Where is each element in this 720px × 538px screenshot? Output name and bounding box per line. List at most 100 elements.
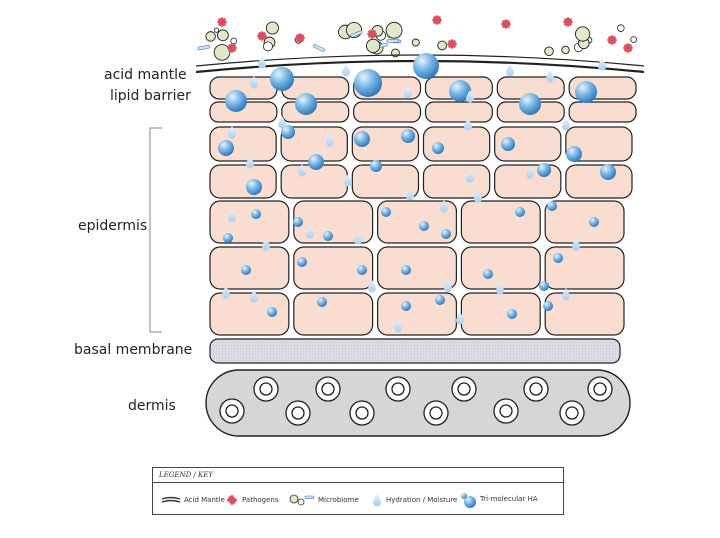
hydration-drop (228, 126, 236, 139)
pathogen-spike (218, 23, 221, 26)
pathogen-spike (228, 44, 231, 47)
microbe (385, 21, 403, 39)
hydration-drop (546, 70, 554, 83)
microbe (213, 27, 220, 33)
pathogen-spike (614, 38, 617, 42)
ha-sphere (539, 281, 549, 291)
pathogen-spike (508, 22, 511, 26)
hydration-drop (466, 90, 474, 103)
pathogen-spike (607, 38, 610, 42)
pathogen-spike (370, 36, 374, 39)
pathogen-spike (630, 46, 633, 50)
pathogen-spike (302, 36, 305, 40)
ha-sphere (501, 137, 515, 151)
epidermis-cell (544, 292, 625, 336)
pathogen (217, 17, 227, 27)
dermis-nucleus (529, 382, 543, 396)
dermis-cell (253, 376, 279, 402)
epidermis-cell (568, 101, 637, 123)
ha-sphere (575, 81, 597, 103)
epidermis-bracket (149, 127, 162, 333)
ha-sphere (297, 257, 307, 267)
epidermis-cells (209, 76, 637, 336)
pathogen-spike (263, 32, 266, 35)
pathogen-spike (438, 16, 441, 19)
pathogen-spike (448, 45, 451, 48)
epidermis-cell (422, 164, 491, 199)
ha-sphere (293, 217, 303, 227)
ha-sphere (317, 297, 327, 307)
ha-sphere (401, 301, 411, 311)
hydration-drop (326, 134, 334, 147)
pathogen-spike (613, 41, 616, 44)
ha-sphere (241, 265, 251, 275)
hydration-drop (496, 282, 504, 295)
ha-sphere (354, 131, 370, 147)
legend-divider (153, 482, 563, 483)
pathogen-spike (260, 31, 264, 34)
pathogen-spike (230, 50, 234, 53)
pathogen-spike (570, 20, 573, 24)
pathogen-spike (608, 41, 611, 44)
hydration-drop (258, 56, 266, 69)
pathogen-spike (234, 46, 237, 50)
pathogen-spike (610, 42, 614, 45)
droplet-icon (373, 494, 381, 507)
ha-sphere (600, 164, 616, 180)
ha-sphere (537, 163, 551, 177)
ha-sphere (267, 307, 277, 317)
microbe (265, 21, 279, 35)
pathogen-spike (563, 20, 566, 24)
hydration-drop (404, 86, 412, 99)
hydration-drops (222, 56, 606, 333)
ha-sphere (413, 53, 439, 79)
ha-sphere (308, 154, 324, 170)
dermis-nucleus (457, 382, 471, 396)
epidermis-cell (460, 200, 541, 244)
ha-sphere (370, 160, 382, 172)
ha-sphere (547, 201, 557, 211)
hydration-drop (298, 164, 306, 177)
pathogen-spike (624, 44, 627, 47)
pathogen-spike (298, 40, 302, 43)
epidermis-cell (377, 200, 458, 244)
pathogen (501, 19, 511, 29)
ha-sphere (519, 93, 541, 115)
hydration-drop (474, 190, 482, 203)
pathogen-spike (218, 18, 221, 21)
ha-sphere (246, 179, 262, 195)
bacteria (350, 30, 363, 38)
pathogen-spike (227, 46, 230, 50)
ha-sphere (270, 67, 294, 91)
pathogen-spike (373, 30, 376, 33)
pathogen-spike (502, 20, 505, 23)
dermis-cell (523, 376, 549, 402)
pathogen (623, 43, 633, 53)
dermis-cell (451, 376, 477, 402)
ha-sphere (507, 309, 517, 319)
legend-label-pathogens: Pathogens (242, 496, 279, 504)
microbe (617, 24, 625, 32)
pathogen-spike (220, 17, 224, 20)
microbe (561, 45, 570, 55)
epidermis-cell (293, 246, 374, 290)
epidermis-cell (460, 246, 541, 290)
dermis-cell (349, 400, 375, 426)
pathogen-spike (566, 24, 570, 27)
pathogen-icon (227, 495, 237, 505)
pathogen (432, 15, 442, 25)
epidermis-cell (280, 164, 348, 199)
pathogen-spike (233, 44, 236, 47)
epidermis-cell (209, 164, 277, 199)
pathogen-spike (370, 29, 374, 32)
hydration-drop (246, 156, 254, 169)
dermis-layer (205, 369, 631, 437)
legend-item-pathogens: Pathogens (225, 492, 279, 508)
pathogen-spike (367, 32, 370, 36)
ha-sphere-icon (461, 493, 476, 508)
pathogen-spike (373, 35, 376, 38)
microbiome-icon (289, 494, 315, 506)
hydration-drop (354, 232, 362, 245)
